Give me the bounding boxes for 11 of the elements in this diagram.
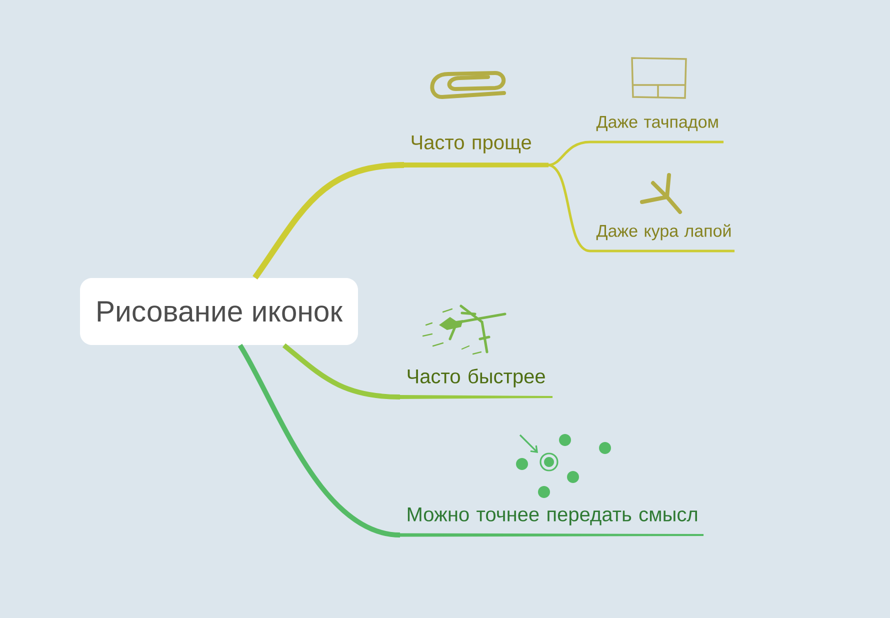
topic-label: Можно точнее передать смысл (400, 507, 704, 537)
branch-line (252, 162, 404, 280)
branch-line (548, 164, 590, 252)
topic-label: Даже тачпадом (590, 116, 724, 144)
branch-line (238, 344, 400, 538)
branch-line (282, 343, 400, 400)
topic-label: Даже кура лапой (590, 224, 735, 252)
topic-label: Часто проще (404, 135, 549, 168)
branch-line (548, 140, 590, 166)
central-topic-box: Рисование иконок (80, 278, 358, 345)
topic-label: Часто быстрее (400, 368, 553, 399)
